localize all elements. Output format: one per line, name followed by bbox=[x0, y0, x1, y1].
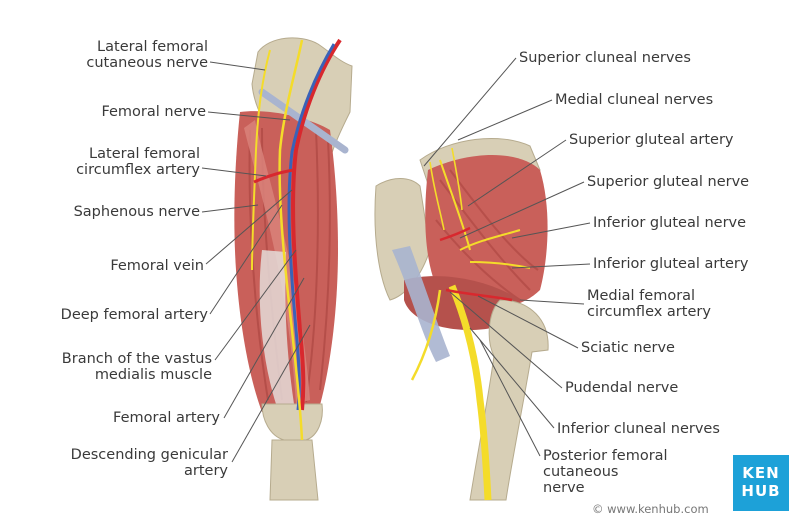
label-superior-gluteal-nerve: Superior gluteal nerve bbox=[587, 174, 749, 190]
label-lateral-femoral-circumflex-artery: Lateral femoral circumflex artery bbox=[30, 146, 200, 178]
label-line: Inferior cluneal nerves bbox=[557, 421, 720, 437]
sciatic-nerve-line bbox=[448, 284, 492, 501]
copyright-credit: © www.kenhub.com bbox=[592, 502, 709, 516]
label-lateral-femoral-cutaneous-nerve: Lateral femoral cutaneous nerve bbox=[40, 39, 208, 71]
label-descending-genicular-artery: Descending genicular artery bbox=[30, 447, 228, 479]
label-medial-femoral-circumflex-artery: Medial femoral circumflex artery bbox=[587, 288, 711, 320]
kenhub-logo: KEN HUB bbox=[733, 455, 789, 511]
label-line: Femoral artery bbox=[113, 410, 220, 426]
sacrotuberous-ligament bbox=[392, 246, 450, 362]
label-line: artery bbox=[184, 463, 228, 479]
anterior-thigh bbox=[234, 37, 353, 501]
pudendal-nerve-line bbox=[410, 289, 442, 381]
label-line: Superior gluteal artery bbox=[569, 132, 734, 148]
label-line: Femoral vein bbox=[110, 258, 204, 274]
gluteal-muscles bbox=[425, 155, 548, 311]
label-line: Superior gluteal nerve bbox=[587, 174, 750, 190]
lateral-cutaneous-nerve-line bbox=[251, 49, 271, 271]
label-femoral-nerve: Femoral nerve bbox=[40, 104, 206, 120]
label-line: circumflex artery bbox=[76, 162, 200, 178]
label-posterior-femoral-cutaneous-nerve: Posterior femoral cutaneous nerve bbox=[543, 448, 668, 496]
label-femoral-artery: Femoral artery bbox=[30, 410, 220, 426]
label-line: Branch of the vastus bbox=[61, 351, 212, 367]
knee-joint-anterior bbox=[261, 403, 323, 441]
label-line: circumflex artery bbox=[587, 304, 711, 320]
gluteal-artery-vessels bbox=[439, 226, 513, 302]
label-inferior-gluteal-artery: Inferior gluteal artery bbox=[593, 256, 748, 272]
label-line: Lateral femoral bbox=[89, 146, 200, 162]
posterior-gluteal-region bbox=[374, 137, 549, 501]
label-line: Lateral femoral bbox=[97, 39, 208, 55]
femoral-nerve-line bbox=[278, 39, 304, 441]
femoral-vein-vessel bbox=[287, 43, 336, 411]
label-inferior-gluteal-nerve: Inferior gluteal nerve bbox=[593, 215, 746, 231]
label-line: Deep femoral artery bbox=[60, 307, 208, 323]
label-line: Superior cluneal nerves bbox=[519, 50, 691, 66]
logo-line-1: KEN bbox=[742, 464, 780, 482]
label-superior-cluneal-nerves: Superior cluneal nerves bbox=[519, 50, 691, 66]
label-line: nerve bbox=[543, 480, 585, 496]
label-line: Sciatic nerve bbox=[581, 340, 675, 356]
label-superior-gluteal-artery: Superior gluteal artery bbox=[569, 132, 734, 148]
logo-line-2: HUB bbox=[741, 482, 781, 500]
label-inferior-cluneal-nerves: Inferior cluneal nerves bbox=[557, 421, 720, 437]
label-line: Femoral nerve bbox=[101, 104, 206, 120]
label-line: Saphenous nerve bbox=[73, 204, 200, 220]
label-line: Medial cluneal nerves bbox=[555, 92, 714, 108]
label-line: Inferior gluteal artery bbox=[593, 256, 749, 272]
label-saphenous-nerve: Saphenous nerve bbox=[30, 204, 200, 220]
label-line: cutaneous nerve bbox=[86, 55, 208, 71]
cluneal-nerve-branches bbox=[429, 147, 463, 231]
label-line: Inferior gluteal nerve bbox=[593, 215, 747, 231]
label-line: Descending genicular bbox=[70, 447, 228, 463]
label-line: Posterior femoral bbox=[543, 448, 668, 464]
label-line: Medial femoral bbox=[587, 288, 696, 304]
label-sciatic-nerve: Sciatic nerve bbox=[581, 340, 675, 356]
tibia-anterior bbox=[269, 439, 319, 501]
label-branch-vastus-medialis: Branch of the vastus medialis muscle bbox=[14, 351, 212, 383]
label-pudendal-nerve: Pudendal nerve bbox=[565, 380, 678, 396]
label-line: cutaneous bbox=[543, 464, 619, 480]
circumflex-artery-vessel bbox=[253, 168, 295, 184]
label-line: Pudendal nerve bbox=[565, 380, 679, 396]
leader-lines-left bbox=[201, 61, 311, 463]
label-line: medialis muscle bbox=[94, 367, 212, 383]
label-femoral-vein: Femoral vein bbox=[30, 258, 204, 274]
leader-lines-right bbox=[423, 57, 591, 457]
label-deep-femoral-artery: Deep femoral artery bbox=[14, 307, 208, 323]
label-medial-cluneal-nerves: Medial cluneal nerves bbox=[555, 92, 713, 108]
femoral-artery-vessel bbox=[291, 38, 342, 411]
